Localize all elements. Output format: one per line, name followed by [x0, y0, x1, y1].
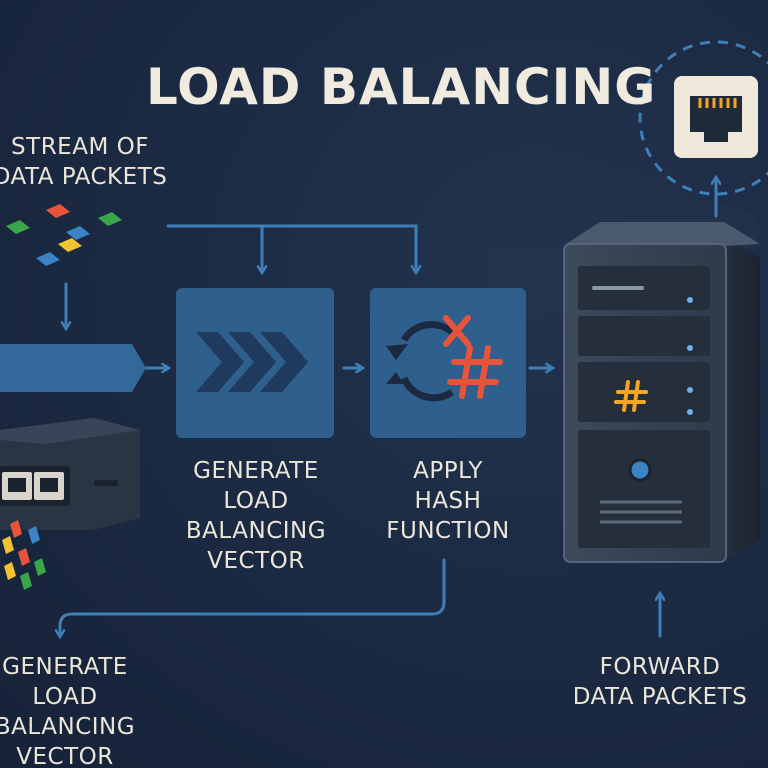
- generate-vector-box: [176, 288, 334, 438]
- stream-label: STREAM OF DATA PACKETS: [0, 134, 168, 190]
- server-hash-icon: [614, 380, 648, 412]
- data-packets-top: [6, 204, 122, 266]
- generate-vector-label: GENERATE LOAD BALANCING VECTOR: [185, 458, 327, 574]
- refresh-hash-icon: [386, 315, 503, 402]
- generate-vector-bottom-label: GENERATE LOAD BALANCING VECTOR: [0, 654, 136, 768]
- data-packets-bottom: [2, 520, 46, 590]
- apply-hash-label: APPLY HASH FUNCTION: [386, 458, 510, 544]
- forward-packets-label: FORWARD DATA PACKETS: [572, 654, 748, 710]
- network-switch-icon: [0, 418, 140, 530]
- diagram-title: LOAD BALANCING: [146, 58, 657, 116]
- data-pipe: [0, 344, 146, 392]
- ethernet-port-icon: [638, 40, 768, 196]
- apply-hash-box: [370, 288, 526, 438]
- flow-arrows: [60, 178, 716, 636]
- triple-chevron-icon: [196, 332, 308, 392]
- server-tower-icon: [563, 222, 760, 563]
